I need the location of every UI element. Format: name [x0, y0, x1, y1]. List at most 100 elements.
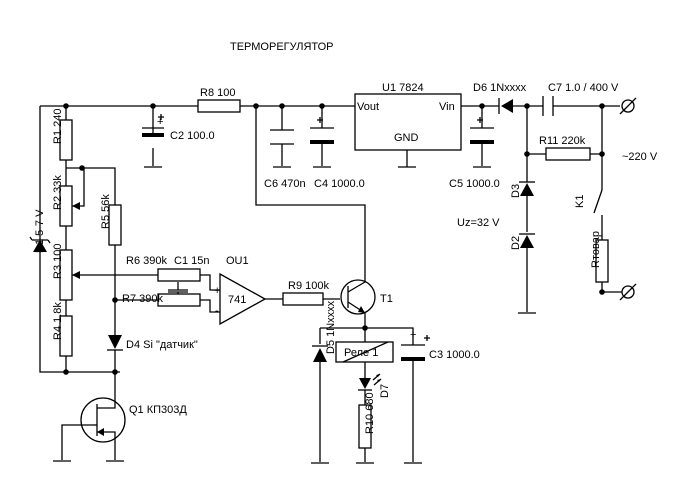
resistor-rtovar: [595, 239, 609, 283]
resistor-r5: [108, 204, 122, 246]
junction-dot: [112, 369, 118, 375]
label-d6: D6 1Nxxxx: [473, 82, 527, 94]
junction-dot: [63, 369, 69, 375]
label-r7: R7 390k: [122, 293, 163, 305]
label-c4: C4 1000.0: [314, 178, 365, 190]
label-u1-vout: Vout: [357, 101, 379, 113]
label-opamp-minus: -: [215, 305, 219, 317]
regulator-u1: [354, 93, 462, 151]
label-r3: R3 100: [52, 244, 64, 279]
label-c3: C3 1000.0: [429, 349, 480, 361]
label-d4: D4 Si "датчик": [126, 339, 198, 351]
label-r4: R4 1.8k: [52, 302, 64, 340]
wires: [39, 105, 622, 462]
label-r8: R8 100: [200, 87, 235, 99]
diode-d5: [313, 348, 327, 362]
resistor-r9: [282, 292, 324, 306]
diode-d3: [520, 183, 534, 196]
regulator-u1-body: [354, 93, 462, 151]
capacitor-c1: [168, 289, 188, 293]
label-u1: U1 7824: [382, 82, 424, 94]
terminal-bottom: [621, 285, 635, 299]
label-u1-gnd: GND: [394, 132, 419, 144]
capacitors: [142, 96, 554, 365]
diodes: [29, 98, 535, 391]
diode-d4: [108, 335, 122, 349]
label-relay: Реле 1: [344, 347, 378, 359]
label-r6: R6 390k: [126, 255, 167, 267]
resistor-r11: [545, 147, 591, 161]
junction-dot: [524, 151, 530, 157]
label-t1: T1: [380, 293, 393, 305]
label-u1-vin: Vin: [439, 101, 455, 113]
led-d7: [359, 378, 371, 389]
label-c2: C2 100.0: [170, 130, 215, 142]
resistor-r1: [59, 119, 73, 161]
k1-switch-blade: [593, 189, 603, 214]
resistor-r7: [157, 293, 201, 307]
diagram-title: ТЕРМОРЕГУЛЯТОР: [230, 41, 334, 53]
mains-terminals: [619, 97, 637, 301]
label-c1: C1 15n: [174, 255, 209, 267]
junction-dot: [112, 297, 118, 303]
terminal-top: [621, 99, 635, 113]
junction-dot: [599, 289, 605, 295]
label-opamp-plus: +: [214, 285, 220, 297]
fet-q1: [80, 397, 126, 443]
fet-q1-body: [80, 397, 126, 443]
ground-symbols: [53, 166, 536, 464]
label-r10: R10 680: [364, 392, 376, 434]
label-c7: C7 1.0 / 400 V: [548, 82, 619, 94]
transistor-t1: [340, 279, 376, 315]
junction-dot: [599, 151, 605, 157]
junction-dot: [524, 103, 530, 109]
label-q1: Q1 КП303Д: [129, 404, 187, 416]
resistor-r4: [59, 315, 73, 357]
r3-wiper-arrow: [72, 271, 80, 279]
capacitor-c7: [542, 96, 554, 116]
junction-dot: [63, 103, 69, 109]
label-c5: C5 1000.0: [449, 178, 500, 190]
opamp-ou1: [219, 272, 267, 326]
label-d5: D5 1Nxxxx: [325, 300, 337, 354]
junction-dot: [599, 103, 605, 109]
capacitor-c6: [270, 128, 294, 150]
diode-d6: [501, 99, 513, 113]
diode-d2: [520, 235, 534, 248]
relay-contact-k1: [593, 189, 603, 214]
junction-dot: [362, 325, 368, 331]
label-d3: D3: [510, 184, 522, 198]
junction-dot: [150, 103, 156, 109]
label-d7: D7: [379, 384, 391, 398]
label-r1: R1 240: [52, 109, 64, 144]
label-d2: D2: [510, 236, 522, 250]
junction-dot: [79, 165, 85, 171]
label-k1: K1: [574, 195, 586, 208]
label-c2-plus: +: [157, 116, 163, 128]
junction-dot: [479, 103, 485, 109]
junction-dot: [319, 103, 325, 109]
label-c3-plus: +: [410, 329, 416, 341]
transistor-t1-body: [340, 279, 376, 315]
opamp-body: [219, 272, 267, 326]
junction-dot: [279, 103, 285, 109]
label-r5: R5 56k: [100, 194, 112, 229]
capacitor-c2-plate: [142, 133, 164, 137]
label-opamp-model: 741: [228, 294, 246, 306]
label-c6: C6 470n: [264, 178, 306, 190]
label-rtovar: Rтовар: [590, 231, 602, 268]
label-uz: Uz=32 V: [457, 217, 500, 229]
resistor-r8: [197, 99, 241, 113]
r2-wiper-arrow: [72, 202, 80, 210]
resistor-r6: [157, 268, 201, 282]
junction-dot: [253, 103, 259, 109]
label-ou1: OU1: [226, 255, 249, 267]
diode-d1: [33, 240, 47, 252]
label-mains: ~220 V: [622, 151, 658, 163]
relay-1: [335, 341, 394, 363]
label-d1: D1 5-7 V: [34, 209, 46, 253]
resistors: [59, 99, 609, 449]
label-r11: R11 220k: [539, 135, 586, 147]
